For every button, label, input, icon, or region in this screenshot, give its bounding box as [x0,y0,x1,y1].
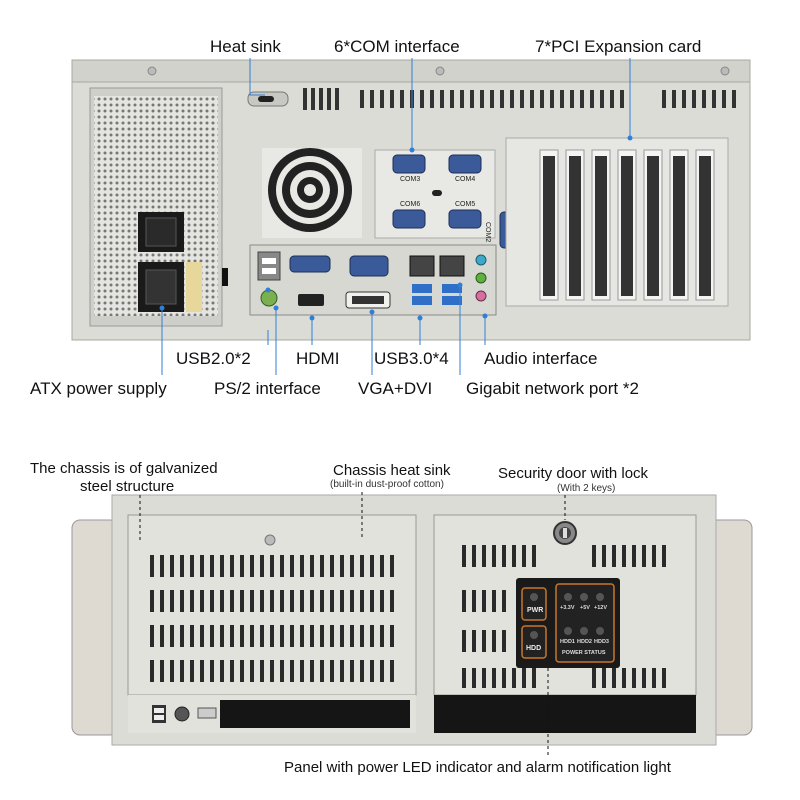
hdd-button-label: HDD [526,645,542,652]
led-hdd1 [563,626,573,636]
power-status-title: POWER STATUS [562,650,606,656]
front-vent-right [462,545,666,688]
fan-vent [262,148,362,238]
hdd-label-2: HDD2 [577,639,592,645]
rear-callout-lines [161,58,631,375]
volt-label-12v: +12V [594,605,607,611]
pci-slots [505,137,729,307]
gigabit-label: Gigabit network port *2 [466,379,639,398]
chassis-heat-sink-sub: (built-in dust-proof cotton) [330,479,444,490]
volt-label-5v: +5V [580,605,590,611]
chassis-material-line1: The chassis is of galvanized [30,460,218,477]
hdd-label-3: HDD3 [594,639,609,645]
volt-label-3v3: +3.3V [560,605,575,611]
led-hdd2 [579,626,589,636]
atx-label: ATX power supply [30,379,167,398]
front-callout-lines [139,492,566,755]
com3-label: COM3 [400,176,421,183]
led-3v3 [563,592,573,602]
security-door-label: Security door with lock [498,465,649,482]
pwr-button-label: PWR [527,607,544,614]
io-shield [249,244,497,316]
com4-label: COM4 [455,176,476,183]
hdd-label-1: HDD1 [560,639,575,645]
led-hdd3 [595,626,605,636]
audio-label: Audio interface [484,349,598,368]
usb2-label: USB2.0*2 [176,349,251,368]
heat-sink-label: Heat sink [210,37,281,56]
ps2-label: PS/2 interface [214,379,321,398]
security-door-sub: (With 2 keys) [557,483,616,494]
com-bracket [374,149,496,239]
atx-power-supply [89,87,228,327]
lock-icon [553,521,577,545]
panel-label: Panel with power LED indicator and alarm… [284,759,671,776]
pci-card-label: 7*PCI Expansion card [535,37,702,56]
com5-label: COM5 [455,201,476,208]
front-vent-left [150,555,394,682]
front-chassis [71,494,753,746]
com2-label: COM2 [484,222,491,243]
led-12v [595,592,605,602]
hdmi-label: HDMI [296,349,340,368]
com-interface-label: 6*COM interface [334,37,460,56]
chassis-material-line2: steel structure [80,478,175,495]
com6-label: COM6 [400,201,421,208]
vga-dvi-label: VGA+DVI [358,379,433,398]
chassis-heat-sink-label: Chassis heat sink [333,462,451,479]
usb3-label: USB3.0*4 [374,349,449,368]
top-vent-slots [303,88,736,110]
led-5v [579,592,589,602]
